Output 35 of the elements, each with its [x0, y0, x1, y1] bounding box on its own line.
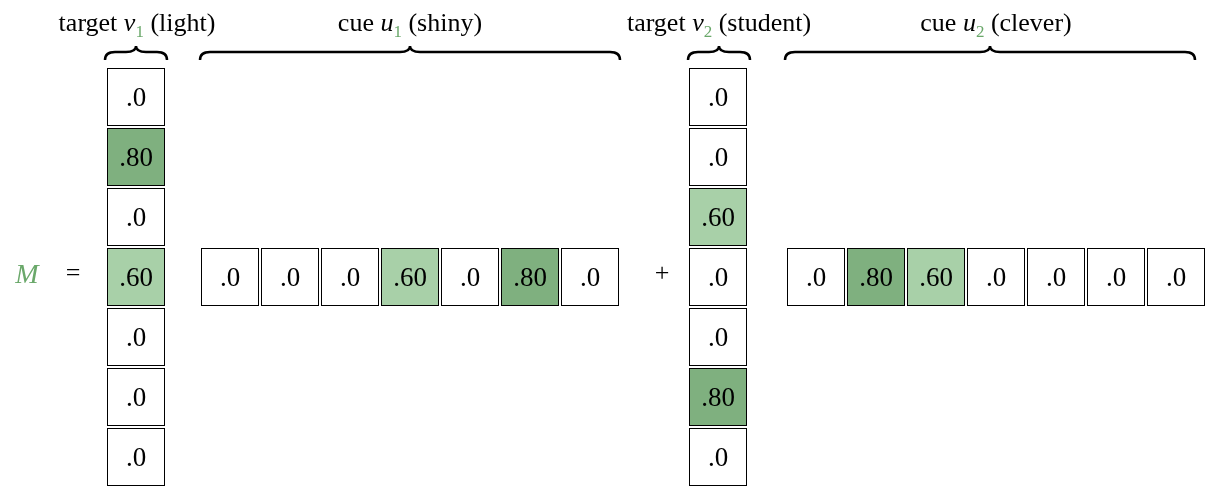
- vector-heading: cue u$_{2}$ (clever): [920, 8, 1072, 43]
- vector-cell: .0: [201, 248, 259, 306]
- vector-cell: .0: [107, 368, 165, 426]
- vector-cell: .0: [1087, 248, 1145, 306]
- vector-cell: .0: [787, 248, 845, 306]
- vector-cell: .60: [381, 248, 439, 306]
- vector-cell: .60: [689, 188, 747, 246]
- vector-cell: .0: [689, 68, 747, 126]
- vector-cell: .0: [689, 248, 747, 306]
- vector-cell: .60: [107, 248, 165, 306]
- vector-cell: .0: [561, 248, 619, 306]
- vector-cell: .0: [1027, 248, 1085, 306]
- vector-cell: .0: [1147, 248, 1205, 306]
- vector-cell: .0: [107, 68, 165, 126]
- vector-cell: .0: [689, 428, 747, 486]
- vector-cell: .0: [321, 248, 379, 306]
- vector-cell: .80: [501, 248, 559, 306]
- vector-cell: .0: [967, 248, 1025, 306]
- vector-heading: cue u$_{1}$ (shiny): [337, 8, 483, 43]
- plus-sign: +: [654, 258, 670, 288]
- vector-cell: .0: [107, 428, 165, 486]
- vector-heading: target v$_{2}$ (student): [626, 8, 812, 43]
- vector-cell: .60: [907, 248, 965, 306]
- vector-cell: .80: [847, 248, 905, 306]
- vector-cell: .80: [689, 368, 747, 426]
- vector-cell: .0: [107, 188, 165, 246]
- vector-heading: target v$_{1}$ (light): [58, 8, 216, 43]
- vector-cell: .80: [107, 128, 165, 186]
- equals-sign: =: [65, 258, 81, 288]
- vector-cell: .0: [107, 308, 165, 366]
- matrix-symbol: M: [15, 258, 39, 290]
- vector-cell: .0: [441, 248, 499, 306]
- vector-cell: .0: [689, 128, 747, 186]
- vector-cell: .0: [689, 308, 747, 366]
- vector-cell: .0: [261, 248, 319, 306]
